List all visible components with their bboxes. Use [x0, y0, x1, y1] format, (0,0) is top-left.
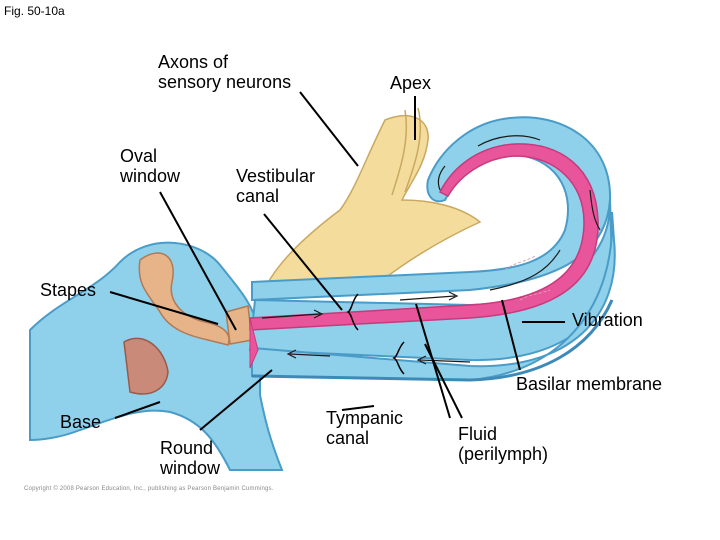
- label-tympanic-canal: Tympanic canal: [326, 408, 404, 448]
- canal-brackets: [346, 293, 405, 375]
- cochlea-lower-wall: [251, 211, 616, 382]
- label-vestibular-canal: Vestibular canal: [236, 166, 316, 206]
- tympanic-membrane: [123, 337, 169, 395]
- label-fluid: Fluid (perilymph): [458, 424, 549, 464]
- stapes-footplate: [225, 305, 253, 345]
- label-basilar-membrane: Basilar membrane: [516, 374, 663, 394]
- label-round-window: Round window: [160, 438, 221, 478]
- label-axons: Axons of sensory neurons: [158, 52, 292, 92]
- label-apex: Apex: [390, 73, 432, 93]
- copyright-notice: Copyright © 2008 Pearson Education, Inc.…: [24, 486, 274, 492]
- sensory-nerve: [258, 115, 482, 301]
- nerve-fiber-strand: [391, 107, 422, 196]
- canal-floor: [251, 299, 614, 382]
- leader-lines: [109, 91, 565, 431]
- label-vibration: Vibration: [572, 310, 643, 330]
- figure-number: Fig. 50-10a: [4, 4, 65, 18]
- basilar-membrane: [249, 143, 599, 331]
- fluid-flow-arrows: [261, 135, 601, 365]
- label-oval-window: Oval window: [120, 146, 181, 186]
- basilar-membrane-tip: [249, 317, 259, 369]
- cochlea-outer-wall: [251, 116, 612, 302]
- ossicle-chain: [138, 252, 230, 346]
- vibration-marks: [504, 255, 551, 301]
- label-base: Base: [60, 412, 102, 432]
- label-stapes: Stapes: [40, 280, 97, 300]
